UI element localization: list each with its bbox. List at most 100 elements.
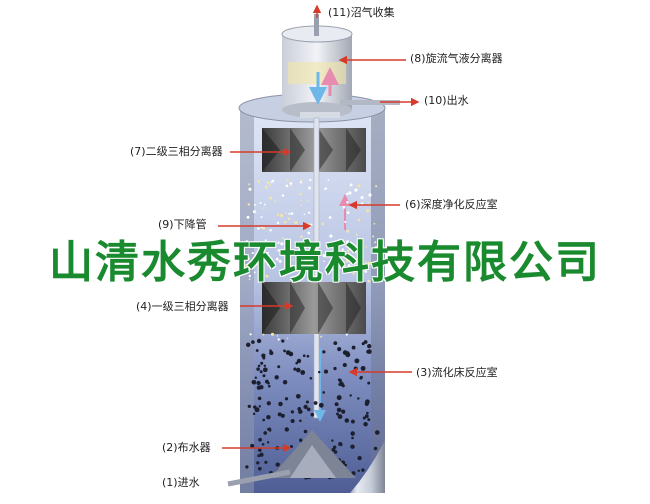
particle: [360, 196, 364, 200]
particle: [262, 333, 265, 336]
particle: [307, 211, 311, 214]
particle: [301, 271, 305, 275]
particle: [373, 222, 376, 225]
particle: [249, 333, 252, 336]
particle: [354, 358, 360, 364]
particle: [287, 217, 291, 221]
particle: [274, 375, 279, 380]
particle: [346, 229, 350, 233]
particle: [282, 237, 284, 240]
particle: [290, 212, 294, 215]
particle: [245, 465, 249, 469]
particle: [261, 252, 264, 255]
particle: [336, 412, 339, 416]
particle: [353, 366, 358, 371]
particle: [346, 249, 350, 253]
particle: [264, 460, 268, 464]
particle: [277, 412, 282, 417]
particle: [248, 187, 252, 191]
particle: [292, 276, 295, 279]
particle: [256, 461, 260, 465]
label-biogas-collection: (11)沼气收集: [328, 6, 395, 19]
particle: [268, 428, 272, 432]
particle: [266, 262, 271, 266]
particle: [275, 462, 280, 467]
particle: [328, 216, 332, 219]
particle: [262, 367, 268, 373]
particle: [251, 379, 257, 385]
particle: [277, 365, 281, 369]
particle: [361, 342, 365, 346]
particle: [346, 200, 349, 204]
particle: [300, 199, 303, 202]
particle: [374, 241, 377, 244]
particle: [270, 332, 275, 336]
particle: [258, 437, 262, 442]
particle: [344, 220, 347, 223]
particle: [280, 242, 284, 246]
particle: [363, 340, 368, 344]
particle: [367, 261, 372, 265]
particle: [295, 361, 299, 365]
particle: [300, 204, 303, 207]
particle: [375, 430, 380, 435]
particle: [364, 260, 367, 263]
particle: [266, 414, 271, 420]
particle: [257, 227, 260, 230]
biogas-pipe: [314, 14, 319, 36]
particle: [333, 341, 338, 346]
particle: [271, 179, 275, 183]
particle: [266, 401, 271, 406]
particle: [254, 376, 258, 379]
particle: [284, 427, 289, 432]
particle: [349, 183, 353, 187]
particle: [285, 350, 291, 355]
particle: [266, 441, 270, 444]
label-distributor: (2)布水器: [162, 441, 211, 454]
particle: [321, 222, 324, 226]
particle: [350, 431, 355, 436]
particle: [260, 226, 263, 229]
label-first-stage-separator: (4)一级三相分离器: [136, 300, 229, 313]
particle: [367, 381, 371, 385]
particle: [269, 184, 272, 187]
particle: [245, 240, 249, 243]
particle: [308, 186, 312, 190]
particle: [302, 354, 306, 358]
particle: [281, 194, 285, 197]
particle: [346, 211, 350, 215]
particle: [336, 407, 342, 413]
company-watermark: 山清水秀环境科技有限公司: [49, 237, 601, 288]
label-outlet: (10)出水: [424, 94, 469, 107]
particle: [306, 407, 311, 412]
particle: [345, 333, 348, 336]
particle: [280, 214, 284, 218]
particle: [337, 414, 343, 419]
particle: [313, 401, 318, 405]
particle: [293, 367, 297, 371]
particle: [366, 411, 369, 415]
particle: [341, 409, 346, 414]
particle: [338, 441, 343, 447]
particle: [296, 367, 301, 373]
particle: [354, 188, 358, 192]
particle: [360, 365, 366, 371]
particle: [351, 345, 356, 350]
particle: [261, 442, 265, 446]
particle: [303, 213, 306, 216]
particle: [367, 418, 371, 422]
particle: [306, 199, 309, 202]
particle: [325, 187, 328, 190]
particle: [333, 450, 338, 454]
particle: [305, 400, 309, 404]
particle: [374, 245, 378, 249]
particle: [251, 252, 254, 255]
particle: [357, 184, 361, 188]
particle: [348, 191, 352, 195]
particle: [339, 381, 344, 387]
particle: [303, 255, 306, 258]
particle: [322, 350, 326, 354]
particle: [266, 181, 270, 185]
particle: [262, 356, 266, 360]
